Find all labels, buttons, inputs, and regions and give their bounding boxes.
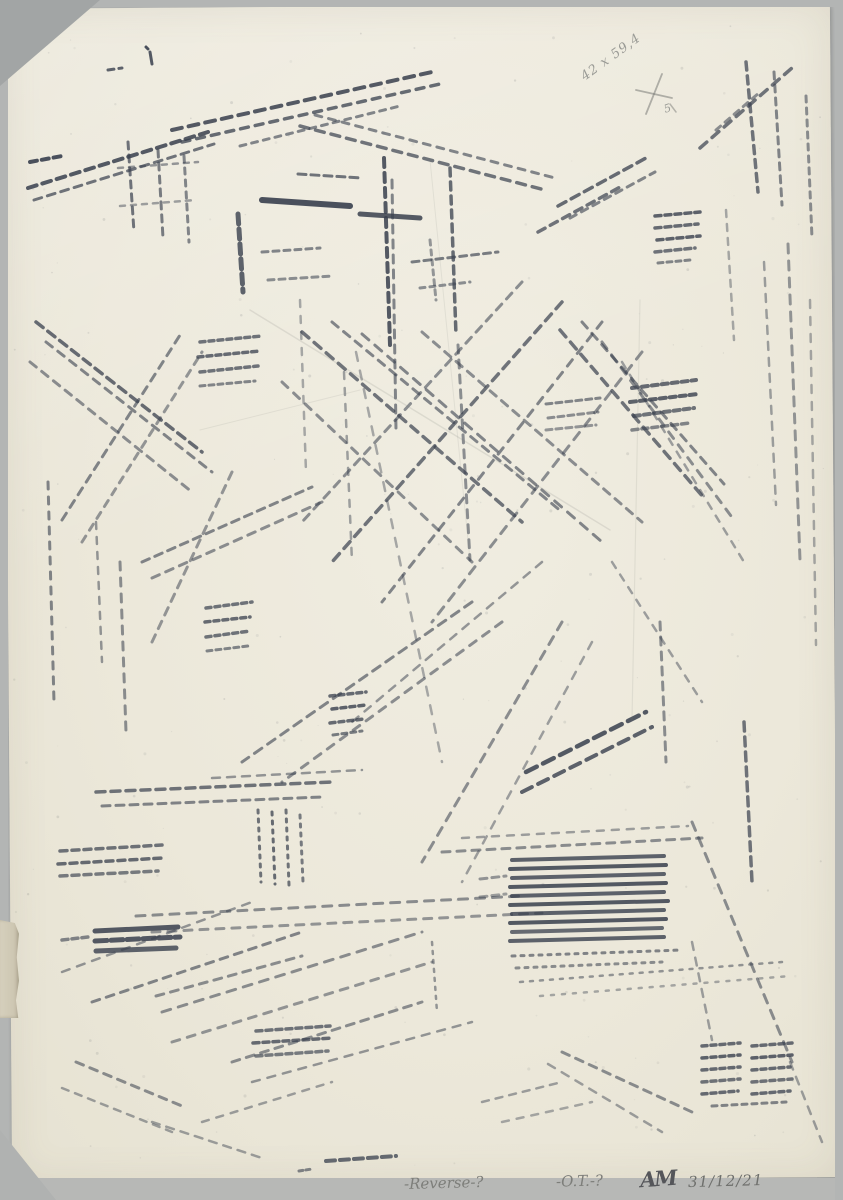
artist-monogram: AM (639, 1164, 677, 1193)
backdrop-edge-top (0, 0, 843, 7)
backdrop-edge-bottom (0, 1178, 843, 1200)
inscription-date: 31/12/21 (687, 1171, 764, 1191)
backdrop-edge-left (0, 0, 8, 1200)
inscription-title: -O.T.-? (555, 1171, 604, 1191)
inscription-reverse: -Reverse-? (403, 1172, 484, 1194)
backdrop-edge-right (835, 0, 843, 1200)
tape-fragment (0, 920, 19, 1018)
